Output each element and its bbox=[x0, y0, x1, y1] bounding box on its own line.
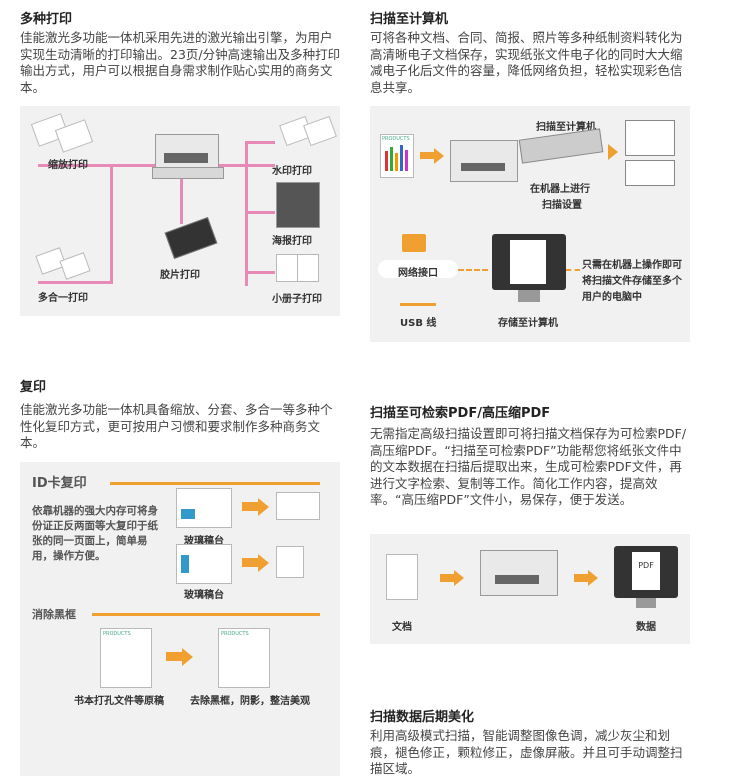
copy-diagram: ID卡复印 依靠机器的强大内存可将身份证正反两面等大复印于纸张的同一页面上，简单… bbox=[20, 462, 340, 776]
scan-pdf-text: 无需指定高级扫描设置即可将扫描文档保存为可检索PDF/高压缩PDF。“扫描至可检… bbox=[370, 426, 687, 507]
monitor-icon bbox=[492, 234, 566, 290]
arrow-head-icon bbox=[182, 648, 193, 666]
products-text: PRODUCTS bbox=[382, 136, 410, 142]
label-glass-platen-1: 玻璃稿台 bbox=[184, 536, 224, 547]
watermark-sheet-icon bbox=[303, 115, 337, 147]
connector-line bbox=[110, 164, 113, 284]
label-film-print: 胶片打印 bbox=[160, 270, 200, 281]
arrow-head-icon bbox=[258, 498, 269, 516]
scan-pdf-diagram: 文档 PDF 数据 bbox=[370, 534, 690, 644]
printer-icon bbox=[480, 550, 558, 596]
orange-rule bbox=[110, 482, 320, 485]
glass-platen-icon bbox=[176, 488, 232, 528]
poster-sheet-icon bbox=[276, 182, 320, 228]
label-note-line3: 用户的电脑中 bbox=[582, 292, 642, 303]
id-copy-title: ID卡复印 bbox=[32, 476, 87, 491]
arrow-head-icon bbox=[588, 570, 598, 586]
label-zoom-print: 缩放打印 bbox=[48, 160, 88, 171]
network-port-icon bbox=[402, 234, 426, 252]
label-network: 网络接口 bbox=[398, 268, 438, 279]
scan-enhance-title: 扫描数据后期美化 bbox=[370, 710, 475, 725]
arrow-icon bbox=[574, 574, 588, 582]
label-note-line2: 将扫描文件存储至多个 bbox=[582, 276, 682, 287]
products-text: PRODUCTS bbox=[103, 631, 131, 637]
screen-panel-icon bbox=[518, 128, 604, 164]
booklet-sheet-icon bbox=[297, 254, 319, 282]
copy-output-icon bbox=[276, 492, 320, 520]
erase-frame-title: 消除黑框 bbox=[32, 608, 76, 621]
scan-pdf-title: 扫描至可检索PDF/高压缩PDF bbox=[370, 406, 551, 421]
label-erase-result: 去除黑框，阴影，整洁美观 bbox=[190, 696, 310, 707]
dashed-line bbox=[566, 269, 580, 271]
id-copy-desc: 依靠机器的强大内存可将身份证正反两面等大复印于纸张的同一页面上，简单易用，操作方… bbox=[32, 505, 158, 562]
copy-section-text: 佳能激光多功能一体机具备缩放、分套、多合一等多种个性化复印方式，更可按用户习惯和… bbox=[20, 402, 333, 450]
arrow-head-icon bbox=[608, 144, 618, 160]
print-section-title: 多种打印 bbox=[20, 12, 73, 27]
copy-section-title: 复印 bbox=[20, 380, 47, 395]
arrow-head-icon bbox=[454, 570, 464, 586]
arrow-icon bbox=[420, 152, 434, 159]
document-icon bbox=[386, 554, 418, 600]
label-multi-print: 多合一打印 bbox=[38, 293, 88, 304]
printer-icon bbox=[152, 134, 224, 179]
scan-enhance-text: 利用高级模式扫描，智能调整图像色调，减少灰尘和划痕，褪色修正，颗粒修正，虚像屏蔽… bbox=[370, 728, 683, 776]
copy-output-icon bbox=[276, 546, 304, 578]
label-note-line1: 只需在机器上操作即可 bbox=[582, 260, 682, 271]
connector-line bbox=[245, 211, 275, 214]
cleaned-document-icon: PRODUCTS bbox=[218, 628, 270, 688]
label-document: 文档 bbox=[392, 622, 412, 633]
label-save-to-pc: 存储至计算机 bbox=[498, 318, 558, 329]
label-setting-line2: 扫描设置 bbox=[542, 200, 582, 211]
multi-sheet-icon bbox=[59, 252, 91, 280]
connector-line bbox=[38, 164, 113, 167]
connector-line bbox=[245, 141, 275, 144]
film-sheet-icon bbox=[164, 216, 218, 260]
usb-icon bbox=[400, 289, 436, 306]
screen-panel-icon bbox=[625, 120, 675, 156]
monitor-stand-icon bbox=[518, 290, 540, 302]
label-erase-source: 书本打孔文件等原稿 bbox=[74, 696, 164, 707]
original-document-icon: PRODUCTS bbox=[100, 628, 152, 688]
label-usb: USB 线 bbox=[400, 318, 437, 329]
scan-to-pc-text: 可将各种文档、合同、简报、照片等多种纸制资料转化为高清晰电子文档保存，实现纸张文… bbox=[370, 30, 683, 95]
dashed-line bbox=[458, 269, 488, 271]
connector-line bbox=[245, 271, 275, 274]
glass-platen-icon bbox=[176, 544, 232, 584]
label-booklet-print: 小册子打印 bbox=[272, 294, 322, 305]
orange-rule bbox=[92, 613, 320, 616]
label-poster-print: 海报打印 bbox=[272, 236, 312, 247]
arrow-head-icon bbox=[258, 554, 269, 572]
printer-icon bbox=[450, 140, 518, 182]
scan-to-pc-diagram: PRODUCTS 扫描至计算机 在机器上进行 扫描设置 网络接口 USB 线 存… bbox=[370, 106, 690, 342]
monitor-icon: PDF bbox=[614, 546, 678, 598]
arrow-icon bbox=[166, 652, 182, 661]
connector-line bbox=[180, 164, 183, 224]
label-data: 数据 bbox=[636, 622, 656, 633]
label-watermark-print: 水印打印 bbox=[272, 166, 312, 177]
label-glass-platen-2: 玻璃稿台 bbox=[184, 590, 224, 601]
connector-line bbox=[38, 281, 113, 284]
monitor-stand-icon bbox=[636, 598, 656, 608]
pdf-file-icon: PDF bbox=[632, 552, 660, 590]
print-section-text: 佳能激光多功能一体机采用先进的激光输出引擎，为用户实现生动清晰的打印输出。23页… bbox=[20, 30, 341, 95]
products-text: PRODUCTS bbox=[221, 631, 249, 637]
arrow-icon bbox=[440, 574, 454, 582]
label-setting-line1: 在机器上进行 bbox=[530, 184, 590, 195]
scan-to-pc-title: 扫描至计算机 bbox=[370, 12, 449, 27]
document-icon: PRODUCTS bbox=[380, 134, 414, 178]
arrow-icon bbox=[242, 502, 258, 511]
print-diagram: 缩放打印 多合一打印 胶片打印 水印打印 海报打印 小册子打印 bbox=[20, 106, 340, 316]
arrow-icon bbox=[242, 558, 258, 567]
label-scan-to-pc: 扫描至计算机 bbox=[536, 122, 596, 133]
screen-panel-icon bbox=[625, 160, 675, 186]
arrow-head-icon bbox=[434, 148, 444, 164]
booklet-sheet-icon bbox=[276, 254, 298, 282]
network-label-pill bbox=[378, 260, 458, 278]
